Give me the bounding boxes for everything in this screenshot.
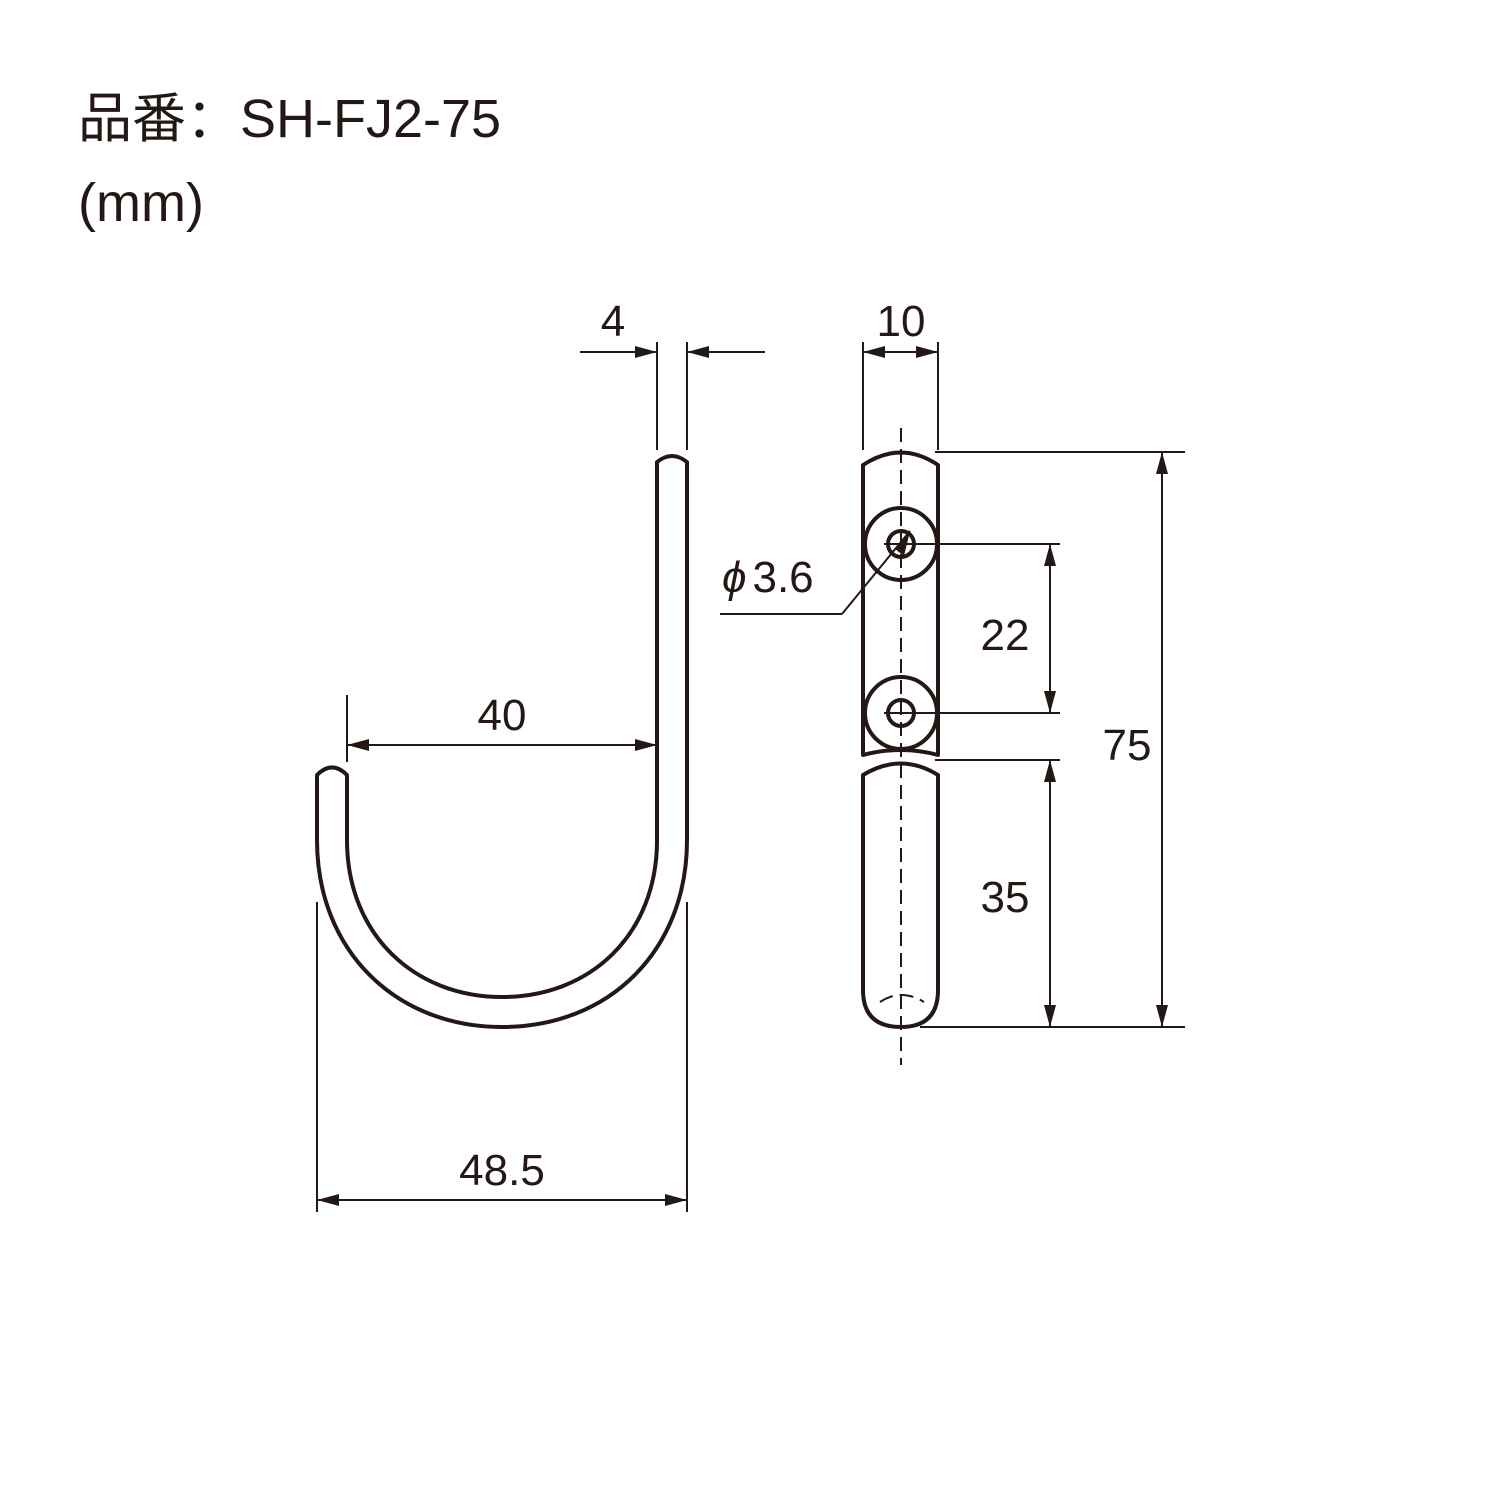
dim-inner-width-label: 40 xyxy=(478,691,527,740)
product-code: SH-FJ2-75 xyxy=(240,89,502,149)
plate-lower-shaft xyxy=(861,761,940,1029)
dim-inner-width: 40 xyxy=(346,691,657,762)
hook-outline xyxy=(315,454,689,1029)
title-separator: ： xyxy=(186,89,240,149)
dim-plate-width-label: 10 xyxy=(877,297,926,346)
dim-outer-width: 48.5 xyxy=(316,902,688,1212)
plate-upper xyxy=(861,450,940,757)
product-title: 品番：SH-FJ2-75 xyxy=(78,92,501,146)
dim-hole-pitch-label: 22 xyxy=(981,611,1030,660)
hook-side-view xyxy=(861,428,940,1065)
unit-label: (mm) xyxy=(78,173,204,233)
product-label: 品番 xyxy=(78,89,186,149)
dim-plate-width: 10 xyxy=(862,297,939,450)
dim-wire-thickness-label: 4 xyxy=(601,297,625,346)
dim-wire-thickness: 4 xyxy=(580,297,765,450)
dim-outer-width-label: 48.5 xyxy=(459,1146,545,1195)
dim-hole-pitch: 22 xyxy=(884,543,1060,714)
dim-hole-to-bottom: 35 xyxy=(920,759,1185,1028)
shaft-end-hidden-line xyxy=(879,994,925,1003)
hook-front-view xyxy=(315,454,689,1029)
diameter-symbol: ϕ xyxy=(722,553,746,602)
dim-hole-to-bottom-label: 35 xyxy=(981,873,1030,922)
dim-total-height-label: 75 xyxy=(1103,721,1152,770)
dim-total-height: 75 xyxy=(935,451,1185,1027)
diameter-value: 3.6 xyxy=(752,553,813,602)
